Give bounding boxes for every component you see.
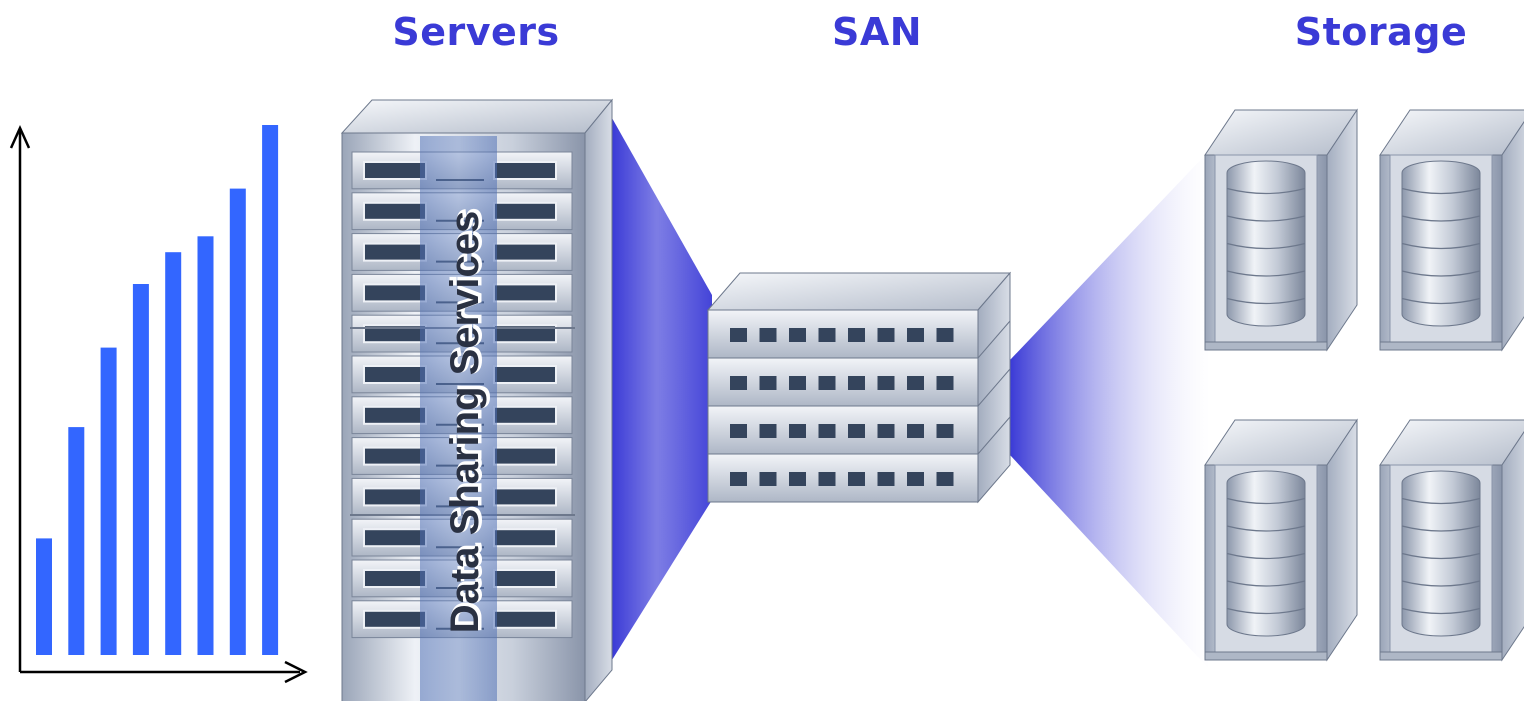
switch-port xyxy=(730,424,747,438)
rack-label-shadow: Data Sharing Services xyxy=(445,209,489,631)
drive-bay xyxy=(363,609,427,629)
switch-port xyxy=(730,376,747,390)
san-heading: SAN xyxy=(831,10,923,54)
switch-port xyxy=(759,472,777,486)
drive-bay xyxy=(493,365,557,384)
rack-top xyxy=(340,99,614,134)
drive-bay xyxy=(493,201,557,221)
y-axis-arrow xyxy=(9,124,31,149)
switch-port xyxy=(730,328,747,342)
drive-bay xyxy=(493,405,557,425)
switch-port xyxy=(818,472,836,486)
switch-port xyxy=(789,376,806,390)
switch-port xyxy=(759,424,777,438)
drive-bay xyxy=(493,569,557,588)
drive-bay xyxy=(363,201,427,221)
servers-heading: Servers xyxy=(392,10,560,54)
switch-port xyxy=(848,424,865,438)
drive-bay xyxy=(493,609,557,629)
storage-unit xyxy=(1379,419,1524,662)
growth-bar xyxy=(262,125,279,655)
storage-array xyxy=(1204,108,1524,662)
san-storage-link xyxy=(1010,150,1210,670)
switch-port xyxy=(907,328,924,342)
switch-port xyxy=(907,376,924,390)
drive-bay xyxy=(363,242,427,262)
growth-bar xyxy=(197,236,214,656)
drive-bay xyxy=(363,487,427,507)
drive-bay xyxy=(363,161,427,180)
switch-port xyxy=(936,472,954,486)
switch-port xyxy=(730,472,747,486)
switch-port xyxy=(907,424,924,438)
switch-port xyxy=(877,472,895,486)
switch-port xyxy=(848,472,865,486)
switch-port xyxy=(936,328,954,342)
growth-chart xyxy=(9,124,308,684)
switch-port xyxy=(789,328,806,342)
server-san-link xyxy=(612,118,712,660)
server-rack: Data Sharing Services Data Sharing Servi… xyxy=(340,98,614,701)
drive-bay xyxy=(363,283,427,303)
drive-bay xyxy=(493,528,557,548)
switch-port xyxy=(759,328,777,342)
switch-port xyxy=(848,328,865,342)
storage-heading: Storage xyxy=(1294,10,1468,54)
drive-bay xyxy=(493,487,557,507)
switch-unit xyxy=(707,405,979,455)
storage-unit xyxy=(1379,109,1524,352)
storage-unit xyxy=(1204,108,1358,352)
switch-unit xyxy=(707,309,979,359)
switch-port xyxy=(818,424,836,438)
drive-bay xyxy=(363,365,427,384)
drive-bay xyxy=(363,528,427,548)
switch-unit xyxy=(707,357,979,407)
switch-port xyxy=(877,376,895,390)
drive-bay xyxy=(493,446,557,466)
growth-bar xyxy=(132,284,149,655)
switch-port xyxy=(789,472,806,486)
drive-bay xyxy=(363,446,427,466)
growth-bar xyxy=(229,188,246,655)
growth-bar xyxy=(100,347,117,655)
drive-bay xyxy=(493,283,557,303)
switch-port xyxy=(936,424,954,438)
switch-port xyxy=(877,328,895,342)
switch-port xyxy=(877,424,895,438)
rack-side xyxy=(584,98,613,701)
drive-bay xyxy=(363,569,427,588)
switch-port xyxy=(907,472,924,486)
drive-bay xyxy=(493,242,557,262)
switch-top xyxy=(706,272,1012,311)
growth-bar xyxy=(36,538,52,655)
switch-port xyxy=(818,376,836,390)
switch-port xyxy=(848,376,865,390)
switch-port xyxy=(818,328,836,342)
growth-bar xyxy=(68,427,85,655)
switch-port xyxy=(789,424,806,438)
rack-label: Data Sharing Services xyxy=(443,211,487,633)
x-axis-arrow xyxy=(284,660,308,684)
drive-bay xyxy=(363,405,427,425)
storage-unit xyxy=(1204,418,1358,662)
growth-bar xyxy=(165,252,182,655)
switch-port xyxy=(759,376,777,390)
drive-bay xyxy=(493,161,557,180)
san-switch xyxy=(706,271,1012,504)
rack-label-band xyxy=(420,136,497,701)
switch-port xyxy=(936,376,954,390)
